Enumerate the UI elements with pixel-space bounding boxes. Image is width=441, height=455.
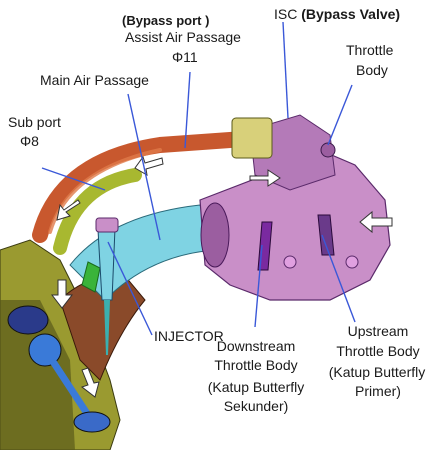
injector-nozzle bbox=[104, 300, 110, 355]
flow-arrow-sub bbox=[56, 199, 81, 221]
sub-port-diameter: Φ8 bbox=[20, 133, 39, 149]
isc-label: ISC (Bypass Valve) bbox=[274, 6, 400, 23]
flow-arrow-bypass bbox=[249, 169, 281, 187]
primary-butterfly bbox=[317, 214, 335, 256]
assist-air-diameter: Φ11 bbox=[172, 49, 198, 65]
sub-port-label: Sub port bbox=[8, 114, 61, 130]
leader-downstream bbox=[254, 244, 263, 328]
leader-assist-air bbox=[184, 71, 191, 149]
sub-port-pipe bbox=[53, 168, 142, 255]
upstream-label-line3: (Katup Butterfly bbox=[328, 364, 426, 380]
bypass-pipe-highlight bbox=[48, 148, 162, 234]
flow-arrow-intake bbox=[359, 210, 393, 234]
downstream-label-line4: Sekunder) bbox=[223, 398, 289, 414]
assist-air-label: Assist Air Passage bbox=[125, 29, 241, 45]
flow-arrow-assist bbox=[134, 155, 164, 176]
upstream-label-line4: Primer) bbox=[355, 383, 401, 399]
valve-spring bbox=[28, 333, 62, 367]
leader-isc bbox=[282, 21, 289, 119]
camshaft bbox=[7, 305, 49, 335]
throttle-bore bbox=[200, 202, 230, 268]
bypass-port-label: (Bypass port ) bbox=[122, 13, 210, 28]
linkage-nut-1 bbox=[283, 255, 297, 269]
linkage-nut-2 bbox=[345, 255, 359, 269]
leader-throttle-body bbox=[327, 84, 353, 146]
flow-arrow-down-1 bbox=[50, 279, 74, 309]
leader-injector bbox=[107, 241, 153, 336]
upstream-label-line2: Throttle Body bbox=[336, 343, 420, 359]
downstream-label-line1: Downstream bbox=[216, 338, 296, 354]
isc-label-bold: (Bypass Valve) bbox=[301, 6, 401, 22]
valve-head bbox=[73, 411, 111, 433]
throttle-body-label-line2: Body bbox=[356, 62, 388, 78]
leader-upstream bbox=[321, 234, 356, 323]
leader-sub-port bbox=[41, 167, 106, 191]
downstream-label-line3: (Katup Butterfly bbox=[207, 379, 305, 395]
isc-valve bbox=[231, 117, 273, 159]
valve-stem bbox=[49, 358, 91, 417]
engine-head-shadow bbox=[0, 300, 75, 450]
injector-label: INJECTOR bbox=[154, 328, 224, 344]
intake-port bbox=[59, 269, 146, 381]
isc-label-prefix: ISC bbox=[274, 6, 302, 22]
flow-arrow-down-2 bbox=[80, 367, 100, 398]
upstream-label-line1: Upstream bbox=[347, 323, 409, 339]
main-air-duct-band bbox=[81, 261, 101, 293]
sensor-knob bbox=[320, 142, 336, 158]
leader-main-air bbox=[127, 93, 161, 241]
main-air-label: Main Air Passage bbox=[40, 72, 149, 88]
downstream-label-line2: Throttle Body bbox=[214, 357, 298, 373]
injector-cap bbox=[95, 217, 119, 233]
throttle-body-label-line1: Throttle bbox=[346, 42, 394, 58]
